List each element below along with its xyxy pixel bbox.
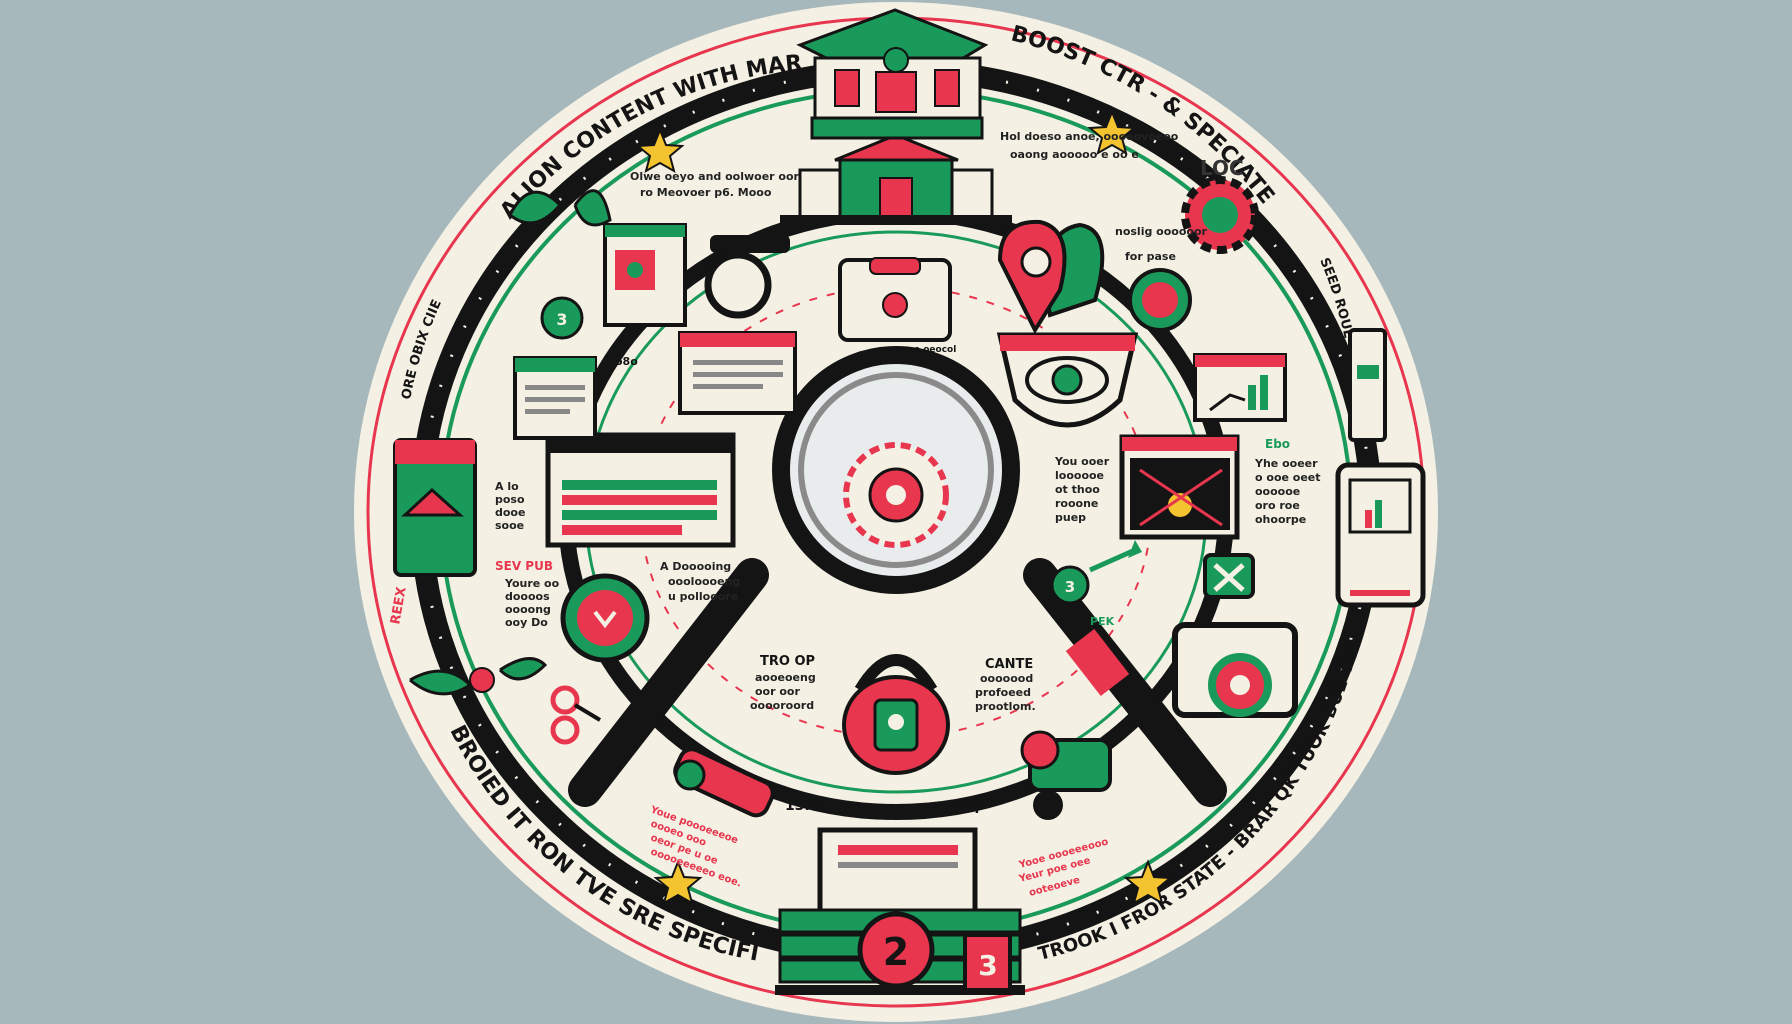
lock-icon bbox=[842, 654, 950, 775]
callout: for pase bbox=[1125, 250, 1176, 263]
callout: Ebo bbox=[1265, 437, 1290, 451]
tool-icon-bottom-right bbox=[1020, 730, 1112, 820]
target-download-icon[interactable] bbox=[560, 573, 650, 663]
web-diagram-window bbox=[1119, 434, 1240, 540]
callout: oooong bbox=[505, 603, 551, 616]
camera-icon bbox=[1172, 622, 1298, 718]
badge-3-number: 3 bbox=[978, 949, 997, 982]
scissors-icon bbox=[550, 685, 602, 745]
small-window-top bbox=[838, 257, 952, 342]
callout: oooloooeng bbox=[668, 575, 740, 588]
tool-icon-bottom-left bbox=[673, 747, 775, 818]
callout: ooooroord bbox=[750, 699, 814, 712]
browser-window-left-small bbox=[513, 356, 597, 440]
callout: poso bbox=[495, 493, 525, 506]
callout: sooe bbox=[495, 519, 524, 532]
loc-label: LOC bbox=[1200, 156, 1244, 180]
number-label: 13.o° bbox=[785, 798, 826, 814]
badge-2: 2 bbox=[857, 911, 935, 989]
coin-icon-right bbox=[1128, 268, 1192, 332]
star-icon bbox=[635, 127, 685, 174]
callout: prootlom. bbox=[975, 700, 1036, 713]
star-icon bbox=[1123, 859, 1173, 906]
gear-icon bbox=[1181, 176, 1259, 254]
callout: rooone bbox=[1055, 497, 1098, 510]
callout: oeoree oeocol bbox=[885, 345, 956, 355]
arrow-circle-icon: 3 bbox=[1050, 540, 1142, 605]
number-label: o8o bbox=[615, 355, 638, 368]
coin-icon-left: 3 bbox=[540, 296, 584, 340]
star-icons bbox=[635, 109, 1173, 906]
browser-window-left bbox=[545, 432, 736, 548]
callout: Hol doeso anoe, oooeovoeeo bbox=[1000, 130, 1179, 143]
callout: ro Meovoer p6. Mooo bbox=[640, 186, 772, 199]
callout: doooos bbox=[505, 590, 550, 603]
badge-2-number: 2 bbox=[883, 930, 909, 974]
callout: loooooe bbox=[1055, 469, 1104, 482]
eye-shield bbox=[996, 332, 1139, 428]
callout: oaong aooooo e oo e bbox=[1010, 148, 1139, 161]
coin-letter: 3 bbox=[556, 310, 567, 329]
callout: u pollooore bbox=[668, 590, 738, 603]
arrow-circle-number: 3 bbox=[1065, 578, 1075, 596]
callout: You ooer bbox=[1054, 455, 1110, 468]
callout: Olwe oeyo and oolwoer oor bbox=[630, 170, 800, 183]
binoculars-icon bbox=[704, 235, 790, 319]
star-icon bbox=[653, 859, 703, 906]
callout: oro roe bbox=[1255, 499, 1300, 512]
leaf-icon-top-left bbox=[508, 189, 612, 227]
callout: profoeed bbox=[975, 686, 1031, 699]
leaf-icon-bottom-left bbox=[409, 657, 548, 696]
chat-bubble-window bbox=[678, 331, 797, 415]
callout: puep bbox=[1055, 511, 1086, 524]
callout: PEK bbox=[1090, 615, 1115, 628]
callout: A lo bbox=[495, 480, 519, 493]
star-icon bbox=[1087, 109, 1137, 156]
house-icon bbox=[780, 8, 1012, 225]
ring-text-left-lower: REEX bbox=[388, 586, 409, 626]
callout: o ooe oeet bbox=[1255, 471, 1321, 484]
phone-device-right-top bbox=[1348, 328, 1387, 442]
callout: CANTE bbox=[985, 657, 1033, 672]
location-pin-icon bbox=[997, 219, 1105, 335]
callout: TRO OP bbox=[760, 654, 815, 669]
callout: oor oor bbox=[755, 685, 800, 698]
callout: ooy Do bbox=[505, 616, 548, 629]
callout: Youre oo bbox=[504, 577, 560, 590]
callout: oooooe bbox=[1255, 485, 1300, 498]
phone-device-right bbox=[1335, 462, 1426, 608]
excel-x-icon bbox=[1203, 553, 1255, 599]
callout: ooooood bbox=[980, 672, 1033, 685]
callout: A Dooooing bbox=[660, 560, 731, 573]
callout: dooe bbox=[495, 506, 525, 519]
browser-window-topleft bbox=[603, 223, 687, 327]
callout: noslig oooooor bbox=[1115, 225, 1208, 238]
badge-3: 3 bbox=[963, 933, 1012, 992]
callout: aooeoeng bbox=[755, 671, 816, 684]
magnifier-icon bbox=[568, 346, 1227, 807]
callout: ot thoo bbox=[1055, 483, 1100, 496]
calendar-icon bbox=[393, 438, 477, 577]
callout: Yhe ooeer bbox=[1254, 457, 1318, 470]
chart-window-right bbox=[1193, 353, 1287, 422]
callout: ohoorpe bbox=[1255, 513, 1306, 526]
callout: SEV PUB bbox=[495, 559, 553, 573]
number-label: 29p° bbox=[955, 798, 992, 814]
